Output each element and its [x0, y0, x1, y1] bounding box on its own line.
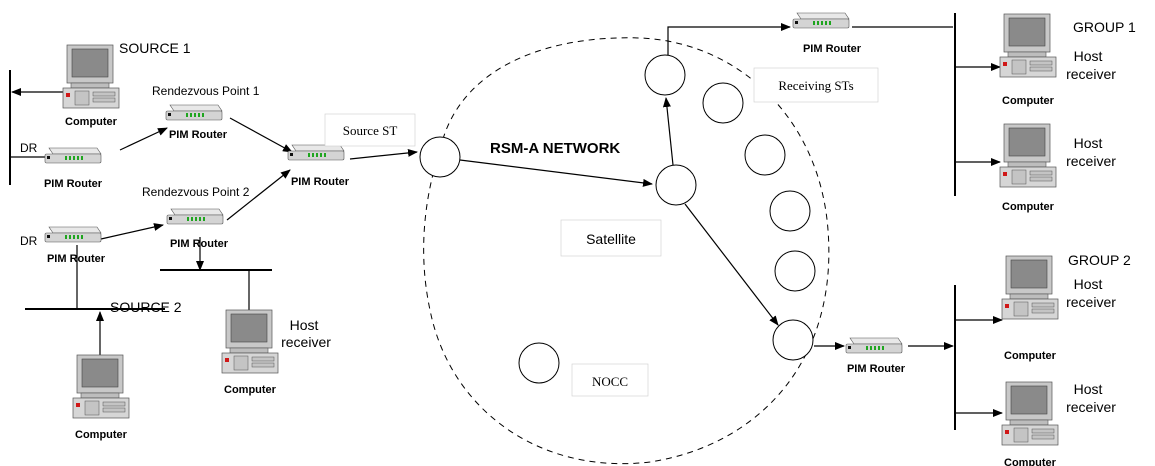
- dr-label: DR: [20, 234, 38, 248]
- receiving-sts-box: [753, 67, 879, 103]
- source2-label: SOURCE 2: [110, 299, 182, 315]
- receiving-st-2: [702, 82, 744, 124]
- receiver-label: receiver: [281, 334, 331, 350]
- receiving-st-6: [772, 319, 814, 361]
- receiving-st-3: [744, 134, 786, 176]
- nocc-label: NOCC: [592, 374, 628, 389]
- receiving-sts-label: Receiving STs: [778, 78, 853, 93]
- nocc-node: [518, 342, 560, 384]
- pim-router-label: PIM Router: [169, 129, 228, 141]
- computer-label: Computer: [1002, 95, 1055, 107]
- host-label: Host: [1074, 276, 1103, 292]
- computer-icon: [62, 44, 120, 109]
- computer-icon: [999, 13, 1057, 78]
- rp1-label: Rendezvous Point 1: [152, 84, 260, 98]
- host-label: Host: [1074, 135, 1103, 151]
- group1-label: GROUP 1: [1073, 19, 1136, 35]
- receiver-label: receiver: [1066, 294, 1116, 310]
- satellite-box: [560, 219, 662, 257]
- source1-label: SOURCE 1: [119, 40, 191, 56]
- computer-icon: [221, 309, 279, 374]
- router-icon: [845, 337, 903, 354]
- router-icon: [165, 104, 223, 121]
- router-icon: [287, 144, 345, 161]
- computer-icon: [999, 123, 1057, 188]
- host-label: Host: [1074, 381, 1103, 397]
- pim-router-label: PIM Router: [291, 176, 350, 188]
- receiving-st-4: [769, 190, 811, 232]
- router-icon: [44, 226, 102, 243]
- dr-label: DR: [20, 141, 38, 155]
- pim-router-label: PIM Router: [47, 253, 106, 265]
- computer-icon: [1001, 255, 1059, 320]
- router-icon: [792, 12, 850, 29]
- rp2-label: Rendezvous Point 2: [142, 185, 250, 199]
- network-label: RSM-A NETWORK: [490, 140, 620, 157]
- computer-label: Computer: [1002, 201, 1055, 213]
- router-icon: [44, 147, 102, 164]
- receiving-st-1: [644, 54, 686, 96]
- group2-label: GROUP 2: [1068, 252, 1131, 268]
- computer-label: Computer: [1004, 350, 1057, 362]
- pim-router-label: PIM Router: [803, 43, 862, 55]
- source-st-label: Source ST: [343, 123, 398, 138]
- pim-router-label: PIM Router: [170, 238, 229, 250]
- receiver-label: receiver: [1066, 399, 1116, 415]
- computer-label: Computer: [224, 384, 277, 396]
- computer-icon: [72, 354, 130, 419]
- router-icon: [166, 208, 224, 225]
- satellite-node: [655, 164, 697, 206]
- nocc-box: [571, 363, 649, 397]
- receiver-label: receiver: [1066, 66, 1116, 82]
- receiver-label: receiver: [1066, 153, 1116, 169]
- source-st-box: [324, 113, 416, 147]
- host-label: Host: [1074, 48, 1103, 64]
- computer-label: Computer: [75, 429, 128, 441]
- satellite-label: Satellite: [586, 231, 636, 247]
- source-st-terminal: [419, 136, 461, 178]
- pim-router-label: PIM Router: [847, 363, 906, 375]
- computer-label: Computer: [1004, 457, 1057, 466]
- pim-router-label: PIM Router: [44, 178, 103, 190]
- computer-icon: [1001, 381, 1059, 446]
- receiving-st-5: [774, 250, 816, 292]
- computer-label: Computer: [65, 116, 118, 128]
- host-label: Host: [290, 317, 319, 333]
